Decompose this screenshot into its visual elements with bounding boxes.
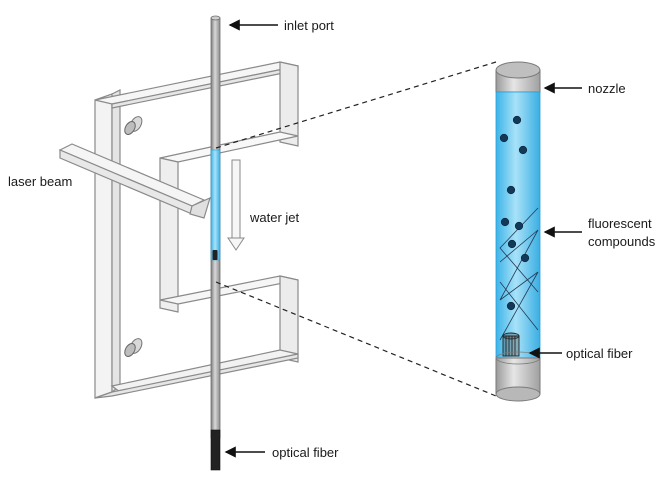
water-jet-arrow xyxy=(227,159,245,251)
screw-top xyxy=(124,116,143,135)
zoom-line-top xyxy=(215,61,497,149)
label-water-jet: water jet xyxy=(249,210,300,225)
compound-dot xyxy=(512,115,522,125)
label-inlet-port: inlet port xyxy=(284,18,334,33)
laser-beam-bar xyxy=(58,143,211,219)
compound-dot xyxy=(500,217,510,227)
label-nozzle: nozzle xyxy=(588,81,626,96)
zoomed-nozzle-tube xyxy=(495,61,541,402)
compound-dot xyxy=(506,185,516,195)
compound-dot xyxy=(506,301,516,311)
label-optical-fiber-bottom: optical fiber xyxy=(272,445,339,460)
compound-dot xyxy=(518,145,528,155)
label-fluorescent-line2: compounds xyxy=(588,234,656,249)
top-arm xyxy=(94,61,299,313)
label-laser-beam: laser beam xyxy=(8,174,72,189)
screw-bottom xyxy=(124,338,143,357)
back-plate xyxy=(94,89,121,399)
fluorescent-dots xyxy=(499,115,530,311)
zoom-optical-fiber xyxy=(502,332,520,357)
flow-cell-assembly xyxy=(58,15,299,471)
bottom-arm xyxy=(94,275,299,399)
fiber-tip-small xyxy=(212,250,218,260)
label-fluorescent-line1: fluorescent xyxy=(588,216,652,231)
optical-fiber-bottom xyxy=(210,429,221,471)
compound-dot xyxy=(514,221,524,231)
water-jet-segment xyxy=(210,149,221,261)
compound-dot xyxy=(507,239,517,249)
compound-dot xyxy=(499,133,509,143)
compound-dot xyxy=(520,253,530,263)
zoom-line-bottom xyxy=(215,281,497,397)
nozzle-top xyxy=(495,61,541,79)
reflection-lines xyxy=(499,207,539,341)
label-optical-fiber-zoom: optical fiber xyxy=(566,346,633,361)
